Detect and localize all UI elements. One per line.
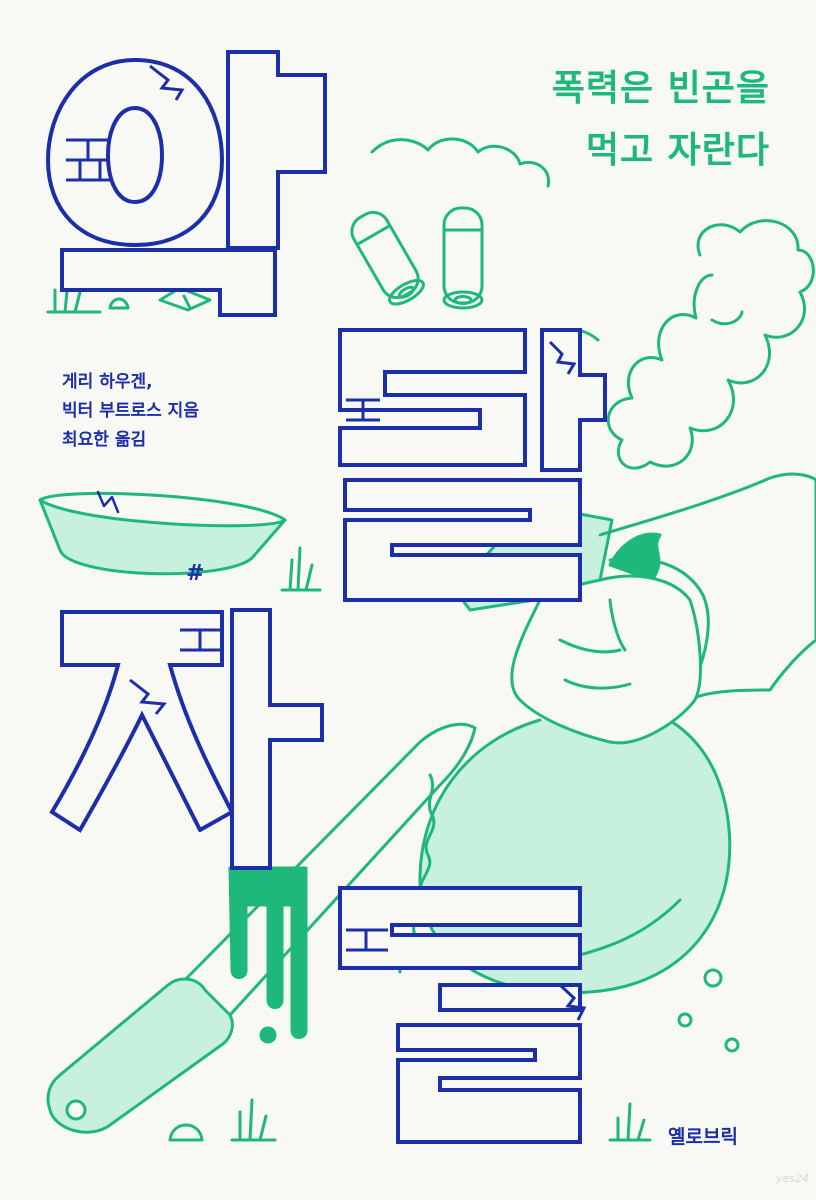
letter-ja-bar (230, 608, 324, 870)
crack-ak (149, 64, 185, 101)
letter-ak-base (60, 248, 277, 317)
bowl-crack (96, 490, 120, 514)
bowl-hash-mark: # (186, 561, 204, 586)
crack-deul (558, 983, 587, 1021)
bubble-1 (703, 968, 723, 988)
brick-ja (180, 628, 220, 652)
publisher-name: 옐로브릭 (668, 1126, 738, 1148)
letter-ak-circle (45, 57, 225, 248)
bullet-shell-left (350, 210, 425, 306)
hand (510, 574, 702, 745)
letter-deul-mid (438, 983, 582, 1012)
handle-hole (65, 1099, 87, 1121)
letter-lal-top (338, 328, 527, 467)
brick-lal (346, 398, 380, 422)
smoke-cloud-column (606, 219, 815, 470)
grass-tuft-2 (280, 546, 322, 592)
smoke-curl (710, 310, 744, 326)
letter-deul-top (338, 886, 582, 970)
pebble-2 (168, 1123, 204, 1142)
letter-lal-low (343, 478, 582, 602)
store-watermark: yes24 (776, 1172, 810, 1185)
letter-ja-top (49, 610, 235, 833)
grass-tuft-4 (608, 1102, 652, 1142)
brick-deul (346, 928, 388, 952)
grass-tuft-1 (46, 278, 102, 314)
finger-lines (558, 598, 632, 690)
brick-ak (66, 138, 110, 182)
credit-translator: 최요한 옮김 (62, 430, 147, 450)
machete-handle (46, 977, 234, 1134)
author-credits: 게리 하우겐, 빅터 부트로스 지음 최요한 옮김 (62, 368, 199, 455)
letter-deul-low (396, 1023, 582, 1144)
machete-blade (173, 722, 477, 1017)
grass-tuft-3 (230, 1098, 277, 1142)
crack-lal (548, 340, 577, 375)
letter-lal-bar (540, 328, 607, 472)
letter-ak-bar (226, 50, 327, 250)
bullet-shell-right (442, 206, 484, 310)
credit-authors-1: 게리 하우겐, (62, 372, 153, 392)
tagline: 폭력은 빈곤을 먹고 자란다 (470, 58, 770, 182)
crack-ja (129, 678, 167, 715)
sleeve (598, 472, 816, 707)
bubble-3 (724, 1037, 740, 1053)
tagline-line-1: 폭력은 빈곤을 (551, 68, 770, 109)
paint-drip (228, 866, 308, 1039)
title-lettering (45, 50, 607, 1144)
smoke-cloud-top (370, 137, 551, 188)
tagline-line-2: 먹고 자란다 (585, 130, 770, 171)
paint-drop (259, 1026, 277, 1044)
bubble-2 (677, 1012, 693, 1028)
credit-authors-2: 빅터 부트로스 지음 (62, 401, 199, 421)
pebble-1 (108, 297, 130, 310)
